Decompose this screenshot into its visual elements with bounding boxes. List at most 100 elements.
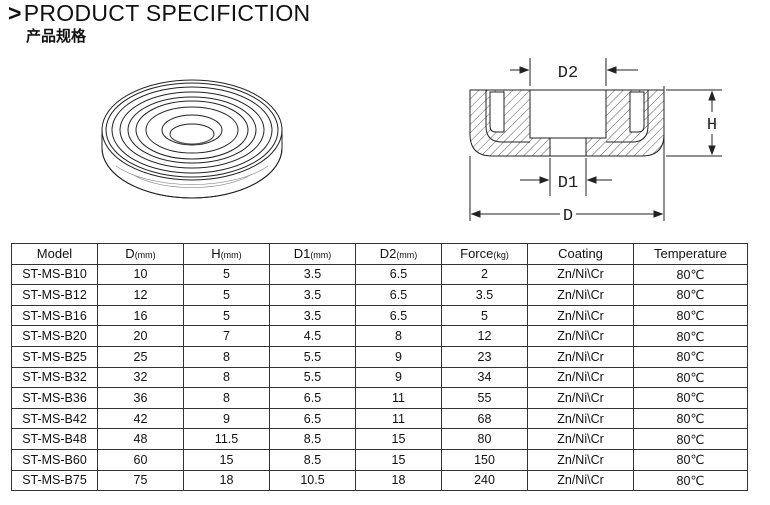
table-cell: 15 <box>183 448 270 471</box>
table-cell: 6.5 <box>355 284 442 306</box>
table-cell: 5.5 <box>269 366 356 389</box>
table-cell: Zn/Ni\Cr <box>527 304 634 327</box>
column-header-unit: (mm) <box>310 250 332 261</box>
table-cell: Zn/Ni\Cr <box>527 325 634 347</box>
column-header-name: D1 <box>293 246 311 262</box>
column-header-unit: (mm) <box>220 250 242 261</box>
table-cell: 80℃ <box>633 284 748 306</box>
column-header: Force(kg) <box>441 243 528 265</box>
column-header-name: Temperature <box>654 246 727 262</box>
table-cell: Zn/Ni\Cr <box>527 448 634 471</box>
table-cell: 23 <box>441 345 528 368</box>
table-cell: 60 <box>97 448 184 471</box>
table-cell: 80℃ <box>633 263 748 286</box>
table-cell: ST-MS-B36 <box>11 387 98 409</box>
column-header-name: Force <box>460 246 494 262</box>
d1-label: D1 <box>558 174 578 193</box>
table-cell: 3.5 <box>269 263 356 286</box>
column-header-name: D2 <box>379 246 397 262</box>
table-cell: 3.5 <box>269 304 356 327</box>
table-cell: ST-MS-B75 <box>11 469 98 492</box>
table-cell: 5 <box>183 284 270 306</box>
table-cell: 8 <box>355 325 442 347</box>
table-cell: 20 <box>97 325 184 347</box>
table-cell: 8 <box>183 387 270 409</box>
table-cell: 5 <box>441 304 528 327</box>
table-cell: ST-MS-B48 <box>11 428 98 450</box>
table-cell: ST-MS-B32 <box>11 366 98 389</box>
table-cell: 11.5 <box>183 428 270 450</box>
column-header-name: H <box>211 246 221 262</box>
table-cell: 80℃ <box>633 345 748 368</box>
table-cell: 16 <box>97 304 184 327</box>
table-cell: 80℃ <box>633 407 748 430</box>
d-label: D <box>563 207 573 226</box>
table-cell: 10.5 <box>269 469 356 492</box>
table-cell: Zn/Ni\Cr <box>527 263 634 286</box>
table-cell: 80℃ <box>633 325 748 347</box>
table-cell: 9 <box>355 366 442 389</box>
table-cell: Zn/Ni\Cr <box>527 387 634 409</box>
table-cell: 3.5 <box>269 284 356 306</box>
d2-label: D2 <box>558 64 578 83</box>
column-header: D(mm) <box>97 243 184 265</box>
table-cell: 80℃ <box>633 469 748 492</box>
table-cell: 75 <box>97 469 184 492</box>
column-header: D1(mm) <box>269 243 356 265</box>
table-cell: Zn/Ni\Cr <box>527 345 634 368</box>
table-cell: 68 <box>441 407 528 430</box>
page-subtitle: 产品规格 <box>26 27 87 45</box>
column-header: Temperature <box>633 243 748 265</box>
column-header-unit: (kg) <box>493 250 509 261</box>
table-cell: 80℃ <box>633 366 748 389</box>
table-cell: Zn/Ni\Cr <box>527 469 634 492</box>
table-cell: ST-MS-B12 <box>11 284 98 306</box>
page-title-text: PRODUCT SPECIFICTION <box>23 0 311 26</box>
column-header: Coating <box>527 243 634 265</box>
table-cell: 6.5 <box>269 387 356 409</box>
column-header-name: Model <box>36 246 73 262</box>
column-header-unit: (mm) <box>396 250 418 261</box>
table-cell: 12 <box>441 325 528 347</box>
table-cell: 34 <box>441 366 528 389</box>
table-cell: 6.5 <box>269 407 356 430</box>
table-cell: 12 <box>97 284 184 306</box>
table-cell: 80 <box>441 428 528 450</box>
table-cell: 10 <box>97 263 184 286</box>
table-cell: 3.5 <box>441 284 528 306</box>
table-cell: 80℃ <box>633 304 748 327</box>
table-cell: 42 <box>97 407 184 430</box>
table-cell: 9 <box>355 345 442 368</box>
table-cell: Zn/Ni\Cr <box>527 428 634 450</box>
table-cell: ST-MS-B10 <box>11 263 98 286</box>
table-cell: 150 <box>441 448 528 471</box>
table-cell: 48 <box>97 428 184 450</box>
table-cell: 80℃ <box>633 448 748 471</box>
table-cell: Zn/Ni\Cr <box>527 407 634 430</box>
column-header: H(mm) <box>183 243 270 265</box>
table-cell: 9 <box>183 407 270 430</box>
table-cell: 8.5 <box>269 448 356 471</box>
cross-section-drawing: D2 D1 D H <box>469 58 722 226</box>
table-cell: 18 <box>183 469 270 492</box>
table-cell: Zn/Ni\Cr <box>527 366 634 389</box>
table-cell: 5 <box>183 304 270 327</box>
table-cell: 8.5 <box>269 428 356 450</box>
chevron-right-icon: > <box>8 0 22 26</box>
table-cell: 6.5 <box>355 263 442 286</box>
page-title: > PRODUCT SPECIFICTION <box>8 0 310 26</box>
table-cell: 6.5 <box>355 304 442 327</box>
table-cell: ST-MS-B20 <box>11 325 98 347</box>
